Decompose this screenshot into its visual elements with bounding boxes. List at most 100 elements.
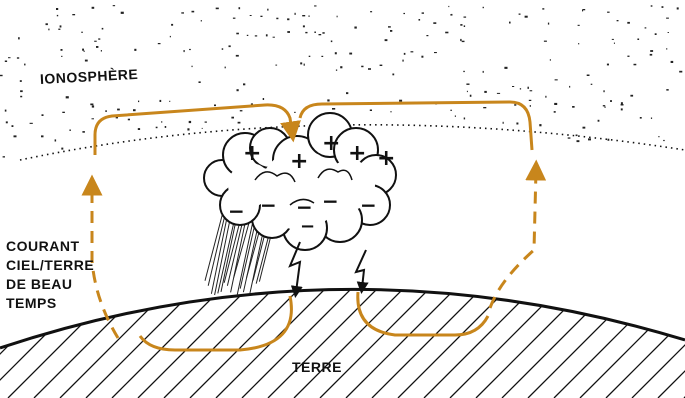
speckle	[247, 35, 249, 36]
speckle	[171, 24, 173, 26]
speckle	[662, 6, 664, 8]
speckle	[260, 16, 262, 17]
speckle	[199, 81, 201, 83]
speckle	[20, 80, 22, 82]
current-path-left-ground	[140, 296, 291, 350]
speckle	[94, 41, 97, 42]
speckle	[309, 56, 311, 57]
speckle	[61, 49, 63, 51]
speckle	[181, 12, 184, 13]
speckle	[236, 33, 239, 35]
speckle	[637, 39, 639, 41]
speckle	[0, 75, 3, 76]
speckle	[655, 33, 657, 35]
speckle	[445, 32, 448, 34]
speckle	[658, 136, 659, 137]
speckle	[170, 36, 171, 37]
speckle	[335, 52, 337, 54]
speckle	[84, 51, 85, 52]
speckle	[138, 101, 139, 103]
speckle	[276, 18, 278, 20]
speckle	[319, 34, 322, 35]
speckle	[96, 46, 98, 48]
fair-weather-current-label-line: COURANT	[6, 237, 94, 256]
speckle	[239, 7, 241, 9]
speckle	[214, 105, 216, 107]
speckle	[621, 108, 623, 110]
speckle	[525, 16, 528, 18]
speckle	[229, 45, 231, 47]
speckle	[512, 86, 514, 87]
speckle	[617, 20, 619, 21]
speckle	[263, 98, 264, 100]
speckle	[57, 15, 58, 16]
speckle	[60, 25, 62, 27]
negative-charge: −	[322, 189, 339, 213]
speckle	[572, 106, 575, 108]
speckle	[169, 101, 170, 102]
speckle	[464, 17, 467, 18]
speckle	[576, 135, 578, 137]
speckle	[255, 35, 257, 36]
speckle	[419, 19, 421, 21]
speckle	[250, 15, 252, 16]
speckle	[598, 120, 600, 122]
speckle	[222, 48, 224, 50]
speckle	[550, 59, 551, 60]
speckle	[302, 15, 305, 16]
speckle	[201, 20, 202, 21]
speckle	[577, 140, 580, 142]
speckle	[295, 13, 296, 15]
speckle	[578, 43, 579, 44]
speckle	[399, 100, 402, 102]
speckle	[583, 127, 586, 129]
speckle	[48, 29, 49, 31]
speckle	[18, 37, 20, 39]
speckle	[273, 37, 275, 38]
speckle	[544, 41, 547, 42]
speckle	[460, 24, 462, 26]
speckle	[645, 27, 647, 28]
speckle	[569, 86, 570, 88]
speckle	[591, 84, 593, 85]
rain-streak	[208, 210, 226, 286]
ground-hatching	[0, 248, 685, 398]
positive-charge: +	[322, 131, 340, 156]
speckle	[138, 128, 140, 130]
fair-weather-current-label-line: TEMPS	[6, 294, 94, 313]
speckle	[483, 107, 486, 108]
speckle	[161, 121, 162, 122]
speckle	[640, 117, 642, 119]
speckle	[677, 7, 679, 9]
speckle	[554, 111, 556, 113]
hatch-line	[0, 248, 2, 398]
speckle	[46, 23, 48, 25]
speckle	[322, 32, 324, 34]
speckle	[134, 49, 136, 51]
speckle	[41, 135, 44, 137]
speckle	[554, 103, 557, 105]
fair-weather-current-label: COURANT CIEL/TERRE DE BEAU TEMPS	[6, 237, 94, 313]
speckle	[189, 49, 191, 50]
speckle	[56, 8, 58, 10]
speckle	[484, 91, 487, 93]
speckle	[61, 56, 62, 57]
speckle	[451, 14, 452, 16]
speckle	[627, 56, 629, 57]
speckle	[336, 70, 337, 71]
speckle	[402, 60, 403, 62]
speckle	[304, 64, 305, 66]
speckle	[354, 27, 356, 29]
speckle	[514, 104, 516, 106]
positive-charge: +	[377, 146, 395, 171]
speckle	[603, 90, 604, 92]
speckle	[464, 25, 465, 27]
negative-charge: −	[360, 193, 377, 217]
positive-charge: +	[348, 141, 366, 166]
speckle	[614, 43, 615, 44]
speckle	[42, 114, 44, 116]
speckle	[92, 7, 95, 9]
speckle	[287, 31, 290, 33]
speckle	[238, 122, 241, 124]
speckle	[422, 12, 424, 13]
